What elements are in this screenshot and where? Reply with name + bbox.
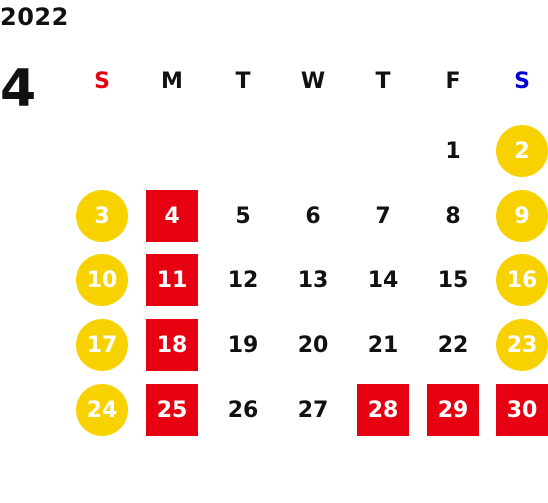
day-20: 20: [297, 332, 329, 358]
day-11: 11: [146, 254, 198, 306]
day-16: 16: [496, 254, 548, 306]
day-22: 22: [437, 332, 469, 358]
day-7: 7: [375, 203, 391, 229]
day-3: 3: [76, 190, 128, 242]
day-26: 26: [227, 397, 259, 423]
day-29: 29: [427, 384, 479, 436]
weekday-thu: T: [375, 68, 391, 94]
day-25: 25: [146, 384, 198, 436]
weekday-mon: M: [161, 68, 183, 94]
day-24: 24: [76, 384, 128, 436]
day-17: 17: [76, 319, 128, 371]
day-30: 30: [496, 384, 548, 436]
day-14: 14: [367, 267, 399, 293]
weekday-sat: S: [514, 68, 530, 94]
day-9: 9: [496, 190, 548, 242]
weekday-tue: T: [235, 68, 251, 94]
day-12: 12: [227, 267, 259, 293]
weekday-wed: W: [300, 68, 326, 94]
day-6: 6: [305, 203, 321, 229]
month-number: 4: [0, 59, 37, 119]
day-23: 23: [496, 319, 548, 371]
weekday-sun: S: [94, 68, 110, 94]
day-28: 28: [357, 384, 409, 436]
day-10: 10: [76, 254, 128, 306]
day-2: 2: [496, 125, 548, 177]
year-label: 2022: [0, 3, 69, 31]
day-13: 13: [297, 267, 329, 293]
day-19: 19: [227, 332, 259, 358]
day-4: 4: [146, 190, 198, 242]
day-18: 18: [146, 319, 198, 371]
day-5: 5: [235, 203, 251, 229]
weekday-fri: F: [445, 68, 461, 94]
day-8: 8: [445, 203, 461, 229]
day-1: 1: [445, 138, 461, 164]
day-27: 27: [297, 397, 329, 423]
day-21: 21: [367, 332, 399, 358]
day-15: 15: [437, 267, 469, 293]
